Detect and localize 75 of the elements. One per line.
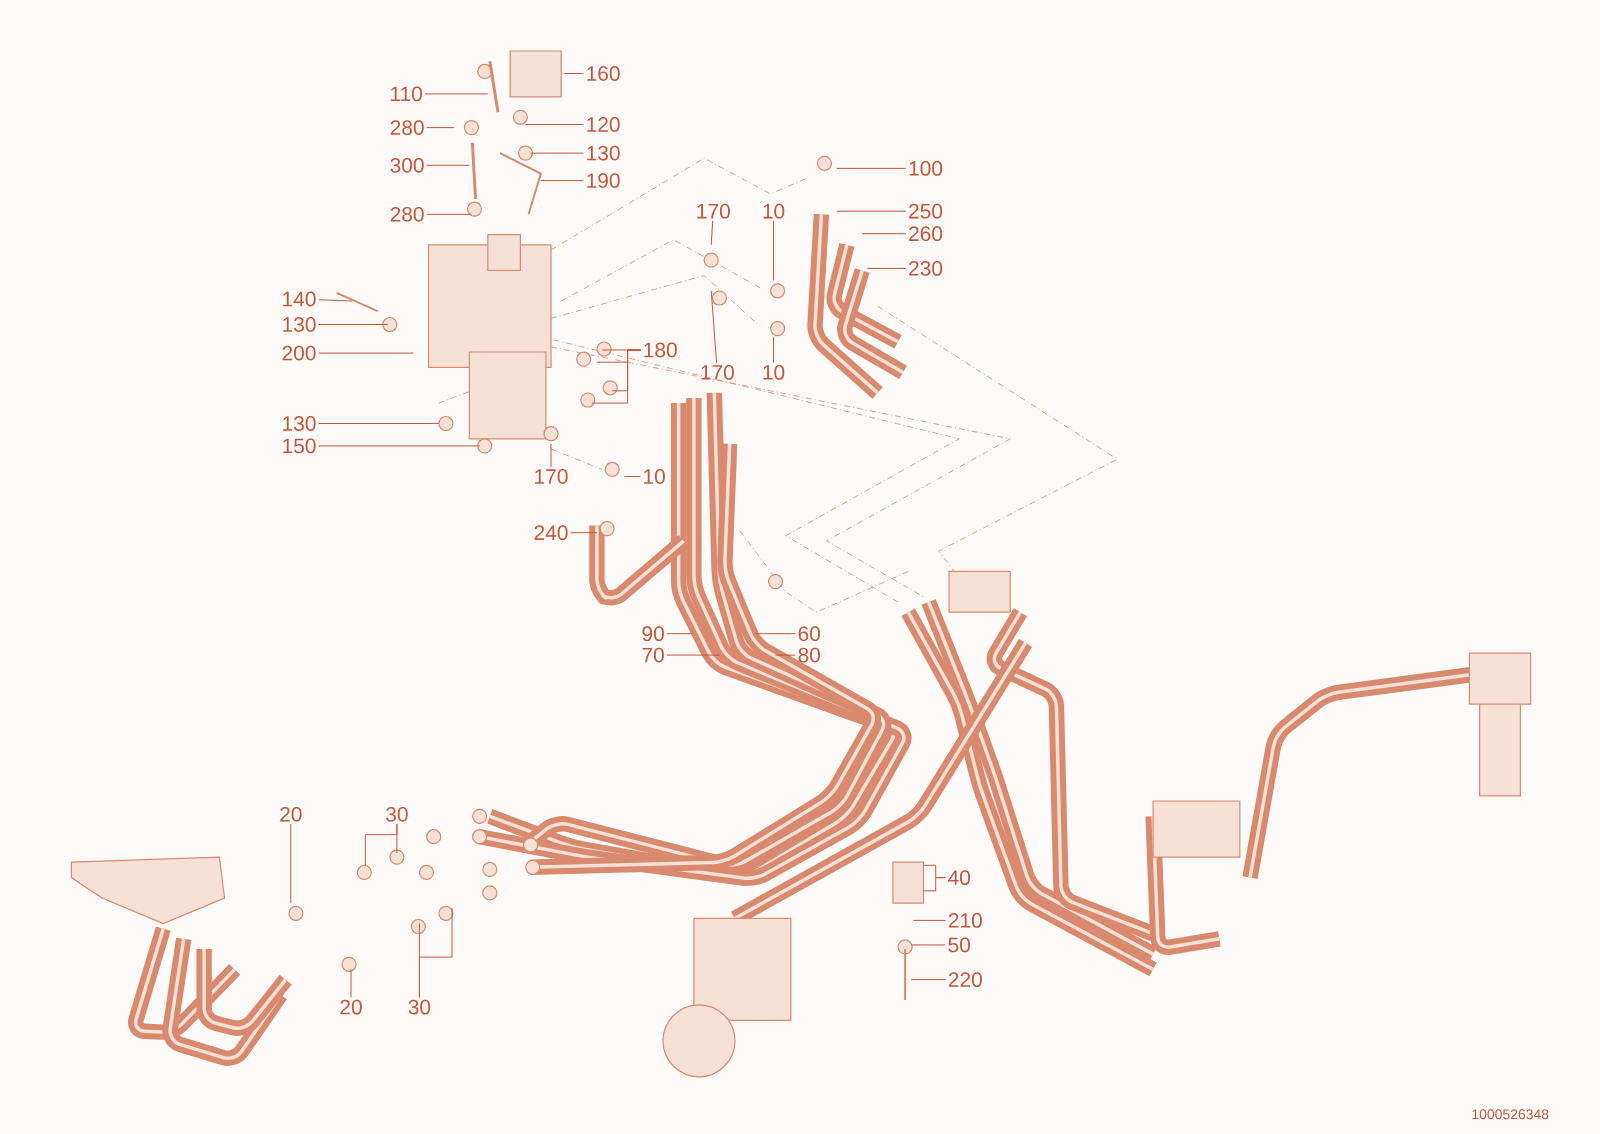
leader-line bbox=[710, 220, 714, 246]
callout-number: 60 bbox=[798, 626, 820, 642]
callout-number: 140 bbox=[283, 291, 316, 307]
leader-line bbox=[773, 336, 774, 364]
callout-number: 70 bbox=[642, 647, 664, 663]
leader-line bbox=[396, 823, 398, 854]
callout-number: 30 bbox=[386, 806, 408, 822]
callout-number: 160 bbox=[587, 66, 620, 81]
leader-line bbox=[290, 823, 292, 904]
callout-number: 220 bbox=[948, 972, 982, 987]
callout-number: 110 bbox=[391, 86, 422, 102]
callout-number: 130 bbox=[283, 317, 316, 332]
callout-number: 100 bbox=[909, 161, 943, 176]
callout-number: 130 bbox=[283, 416, 316, 431]
callout-number: 240 bbox=[534, 525, 568, 541]
leader-line bbox=[424, 93, 489, 95]
callout-number: 250 bbox=[909, 203, 943, 219]
leader-line bbox=[591, 349, 642, 404]
callout-number: 280 bbox=[390, 206, 424, 222]
callout-number: 210 bbox=[948, 913, 982, 928]
callout-number: 150 bbox=[283, 438, 316, 454]
leader-line bbox=[418, 907, 453, 998]
leader-line bbox=[563, 73, 584, 74]
document-number: 1000526348 bbox=[1472, 1109, 1549, 1120]
callout-number: 10 bbox=[763, 203, 785, 219]
callout-number: 230 bbox=[909, 261, 943, 276]
callout-number: 120 bbox=[587, 117, 620, 132]
callout-number: 90 bbox=[642, 626, 664, 642]
leader-line bbox=[426, 164, 470, 166]
callout-number: 80 bbox=[798, 647, 820, 663]
callout-number: 300 bbox=[390, 157, 424, 173]
leader-line bbox=[550, 443, 552, 468]
leader-line bbox=[754, 633, 796, 635]
callout-number: 130 bbox=[587, 145, 620, 161]
leader-line bbox=[861, 233, 907, 235]
leader-line bbox=[666, 654, 720, 656]
leader-line bbox=[350, 968, 352, 998]
leader-line bbox=[426, 127, 455, 129]
callout-number: 190 bbox=[587, 173, 620, 188]
leader-line bbox=[318, 423, 440, 424]
leader-line bbox=[525, 124, 584, 125]
leader-line bbox=[910, 979, 947, 981]
callout-number: 200 bbox=[282, 345, 316, 361]
leader-line bbox=[570, 532, 598, 534]
callout-number: 20 bbox=[280, 806, 302, 822]
callout-number: 10 bbox=[763, 365, 785, 380]
callout-number: 30 bbox=[408, 999, 431, 1015]
leader-line bbox=[836, 210, 907, 212]
leader-line bbox=[910, 944, 946, 946]
callout-number: 40 bbox=[948, 870, 970, 885]
leader-line bbox=[540, 180, 584, 182]
leader-line bbox=[318, 352, 414, 354]
leader-line bbox=[710, 290, 718, 364]
leader-line bbox=[836, 167, 907, 169]
callout-number: 280 bbox=[390, 120, 424, 135]
leader-line bbox=[318, 299, 353, 302]
leader-line bbox=[912, 919, 947, 921]
callout-number: 170 bbox=[697, 203, 730, 219]
callout-number: 260 bbox=[909, 226, 943, 242]
leader-line bbox=[773, 220, 774, 282]
callout-number: 180 bbox=[644, 342, 677, 358]
leader-line bbox=[923, 877, 946, 892]
leader-line bbox=[426, 213, 472, 215]
callout-number: 10 bbox=[644, 469, 665, 484]
callout-number: 50 bbox=[948, 937, 970, 953]
leader-line bbox=[318, 445, 481, 447]
leader-line bbox=[775, 654, 796, 656]
leader-line bbox=[624, 476, 641, 477]
leader-line bbox=[318, 324, 389, 325]
leader-line bbox=[866, 267, 907, 269]
callout-number: 20 bbox=[340, 999, 362, 1015]
callout-number: 170 bbox=[701, 365, 734, 380]
leader-line bbox=[666, 633, 693, 635]
leader-line bbox=[530, 152, 584, 154]
callout-number: 170 bbox=[535, 469, 568, 484]
